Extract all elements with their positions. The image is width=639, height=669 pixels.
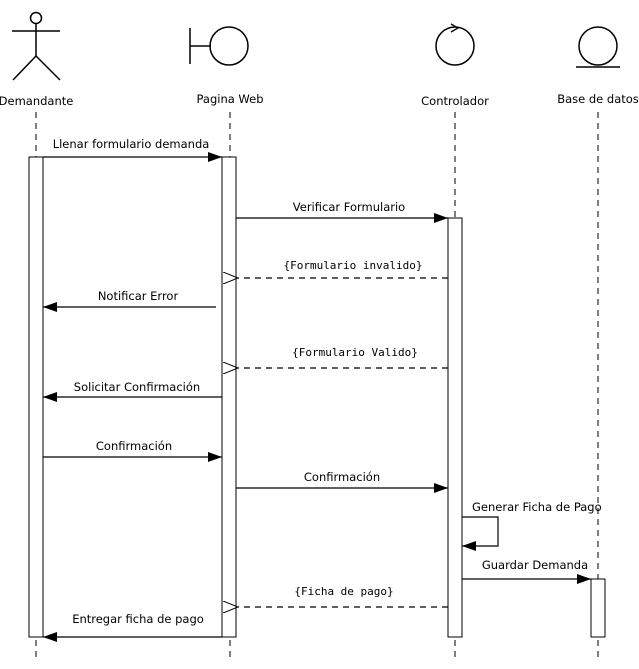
message-verificar-formulario: Verificar Formulario — [236, 200, 448, 223]
message-label: Notificar Error — [98, 289, 179, 303]
message-entregar-ficha-de-pago: Entregar ficha de pago — [43, 612, 222, 642]
message-label: {Formulario Valido} — [292, 346, 418, 359]
control-icon — [435, 23, 475, 66]
activation-demandante — [28, 156, 44, 638]
message-ficha-de-pago: {Ficha de pago} — [238, 585, 448, 607]
message-solicitar-confirmacion: Solicitar Confirmación — [43, 380, 222, 402]
message-label: Verificar Formulario — [293, 200, 405, 214]
message-confirmacion-pagina: Confirmación — [43, 439, 222, 462]
message-label: Solicitar Confirmación — [74, 380, 200, 394]
message-label: Generar Ficha de Pago — [472, 500, 602, 514]
message-label: Confirmación — [304, 470, 380, 484]
message-confirmacion-controlador: Confirmación — [236, 470, 448, 493]
activation-base-de-datos — [590, 578, 606, 638]
message-formulario-valido: {Formulario Valido} — [238, 346, 448, 368]
participant-name-controlador: Controlador — [421, 94, 489, 108]
message-label: Entregar ficha de pago — [72, 612, 204, 626]
activation-controlador — [447, 217, 463, 638]
actor-icon — [12, 11, 61, 81]
activation-pagina-web — [221, 156, 237, 638]
message-llenar-formulario: Llenar formulario demanda — [43, 137, 222, 162]
message-label: {Ficha de pago} — [294, 585, 393, 598]
message-generar-ficha-de-pago: Generar Ficha de Pago — [462, 500, 602, 551]
message-notificar-error: Notificar Error — [43, 289, 216, 312]
message-label: Guardar Demanda — [482, 558, 588, 572]
participant-name-base-de-datos: Base de datos — [557, 92, 639, 106]
message-label: Llenar formulario demanda — [53, 137, 210, 151]
message-formulario-invalido: {Formulario invalido} — [238, 259, 448, 278]
message-guardar-demanda: Guardar Demanda — [462, 558, 591, 584]
message-label: {Formulario invalido} — [283, 259, 422, 272]
message-label: Confirmación — [96, 439, 172, 453]
participant-name-demandante: Demandante — [0, 94, 73, 108]
participant-name-pagina-web: Pagina Web — [196, 92, 263, 106]
boundary-icon — [189, 26, 249, 66]
entity-icon — [576, 26, 620, 68]
